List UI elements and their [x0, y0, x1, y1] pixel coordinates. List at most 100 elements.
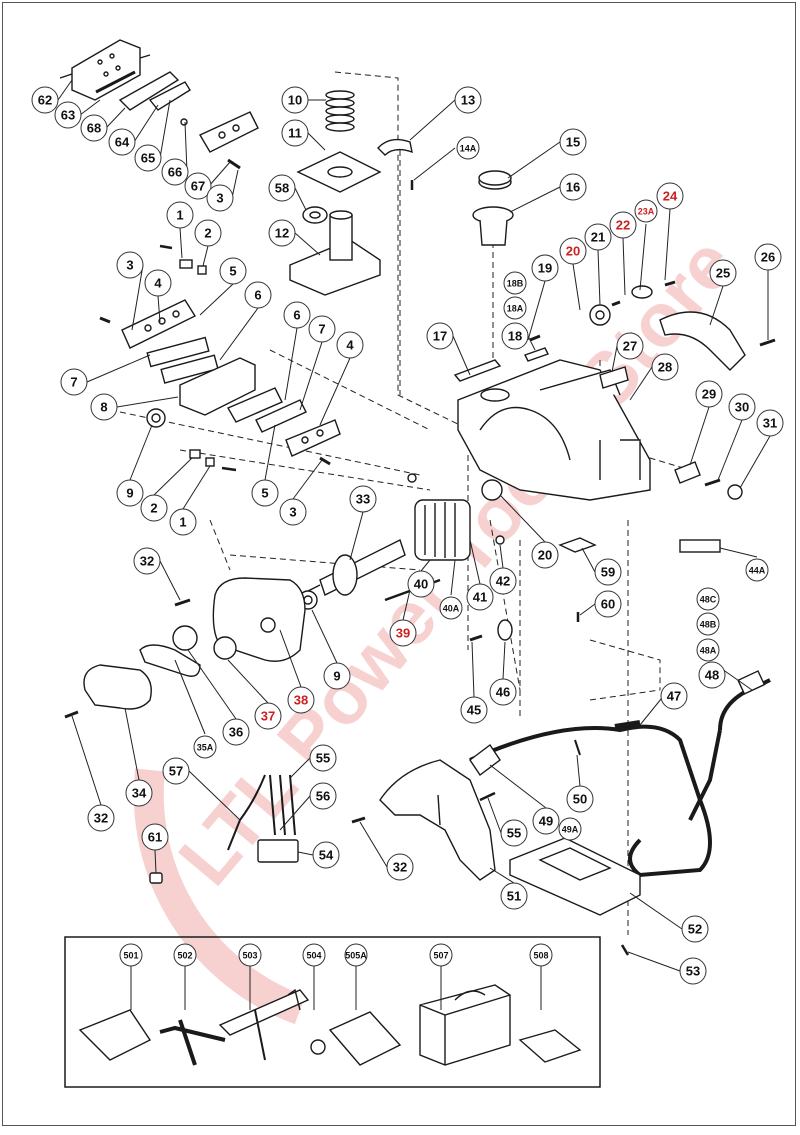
- leader-line: [157, 295, 161, 323]
- part-label-55: 55: [500, 819, 528, 847]
- part-label-36: 36: [222, 718, 250, 746]
- part-label-68: 68: [80, 114, 108, 142]
- label-text: 45: [467, 703, 481, 718]
- label-circle: [489, 567, 517, 595]
- part-label-55: 55: [309, 744, 337, 772]
- part-label-13: 13: [454, 86, 482, 114]
- leader-line: [159, 99, 171, 159]
- leader-line: [199, 283, 234, 316]
- label-circle: [529, 943, 553, 967]
- label-circle: [503, 296, 527, 320]
- label-circle: [559, 128, 587, 156]
- part-label-9: 9: [116, 479, 144, 507]
- part-label-32: 32: [386, 853, 414, 881]
- label-text: 18A: [507, 304, 524, 314]
- label-text: 7: [318, 322, 325, 337]
- leader-line: [719, 547, 758, 558]
- part-label-18: 18: [501, 322, 529, 350]
- label-circle: [532, 807, 560, 835]
- label-circle: [681, 915, 709, 943]
- leader-line: [279, 629, 302, 688]
- part-label-14A: 14A: [456, 136, 480, 160]
- part-label-4: 4: [144, 269, 172, 297]
- label-circle: [133, 547, 161, 575]
- label-circle: [756, 409, 784, 437]
- label-circle: [651, 353, 679, 381]
- label-text: 52: [688, 922, 702, 937]
- leader-line: [289, 757, 311, 779]
- label-circle: [323, 662, 351, 690]
- leader-line: [507, 141, 561, 179]
- label-text: 11: [288, 126, 302, 141]
- label-circle: [125, 779, 153, 807]
- leader-line: [579, 603, 596, 616]
- part-label-54: 54: [312, 841, 340, 869]
- leader-line: [311, 609, 338, 664]
- label-text: 507: [433, 951, 448, 961]
- label-text: 38: [294, 693, 308, 708]
- label-text: 37: [261, 709, 275, 724]
- part-label-4: 4: [336, 331, 364, 359]
- label-circle: [161, 158, 189, 186]
- part-label-1: 1: [166, 201, 194, 229]
- label-text: 35A: [197, 743, 214, 753]
- part-label-31: 31: [756, 409, 784, 437]
- part-label-20: 20: [531, 541, 559, 569]
- leader-line: [581, 547, 596, 573]
- leader-line: [739, 435, 771, 489]
- label-circle: [244, 281, 272, 309]
- label-circle: [407, 570, 435, 598]
- label-circle: [460, 696, 488, 724]
- label-circle: [312, 841, 340, 869]
- label-text: 508: [533, 951, 548, 961]
- label-circle: [696, 612, 720, 636]
- label-circle: [116, 251, 144, 279]
- part-label-18B: 18B: [503, 271, 527, 295]
- label-circle: [283, 301, 311, 329]
- label-circle: [456, 136, 480, 160]
- leader-line: [187, 649, 237, 720]
- part-label-11: 11: [281, 119, 309, 147]
- leader-line: [208, 161, 231, 187]
- leader-line: [159, 560, 181, 601]
- label-circle: [679, 957, 707, 985]
- leader-line: [231, 169, 239, 199]
- part-label-12: 12: [268, 219, 296, 247]
- label-text: 4: [346, 338, 354, 353]
- label-text: 67: [191, 179, 205, 194]
- label-text: 5: [261, 486, 268, 501]
- label-circle: [206, 184, 234, 212]
- label-circle: [696, 587, 720, 611]
- leader-line: [57, 79, 73, 101]
- label-text: 20: [566, 244, 580, 259]
- label-text: 36: [229, 725, 243, 740]
- leader-line: [284, 327, 298, 401]
- label-text: 3: [216, 191, 223, 206]
- label-circle: [344, 943, 368, 967]
- label-text: 3: [126, 258, 133, 273]
- label-text: 61: [148, 830, 162, 845]
- label-circle: [141, 823, 169, 851]
- part-label-26: 26: [754, 243, 782, 271]
- label-text: 49A: [562, 825, 579, 835]
- label-circle: [144, 269, 172, 297]
- label-circle: [660, 682, 688, 710]
- leader-line: [133, 104, 159, 143]
- part-label-45: 45: [460, 696, 488, 724]
- label-circle: [119, 943, 143, 967]
- part-label-18A: 18A: [503, 296, 527, 320]
- label-circle: [696, 638, 720, 662]
- leader-line: [629, 366, 653, 401]
- leader-line: [509, 186, 561, 213]
- part-label-49: 49: [532, 807, 560, 835]
- part-label-7: 7: [60, 368, 88, 396]
- leader-line: [227, 659, 269, 704]
- label-text: 53: [686, 964, 700, 979]
- label-circle: [219, 257, 247, 285]
- leader-line: [129, 424, 153, 481]
- label-circle: [309, 782, 337, 810]
- leader-line: [527, 280, 546, 341]
- leader-line: [307, 132, 326, 151]
- leader-line: [299, 341, 323, 411]
